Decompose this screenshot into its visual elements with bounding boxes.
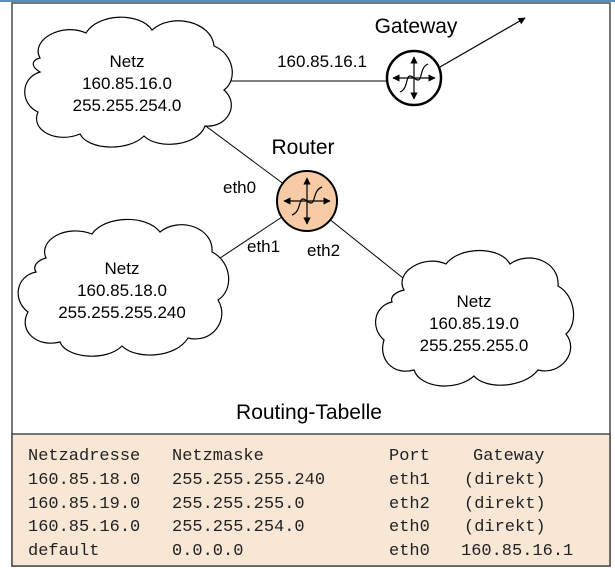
table-cell: eth2: [389, 495, 430, 514]
table-header-gateway: Gateway: [473, 447, 544, 466]
port-eth1-label: eth1: [247, 237, 280, 256]
router-icon: [276, 170, 338, 232]
table-cell: (direkt): [464, 471, 546, 490]
gateway-icon: [385, 49, 443, 107]
table-header-netzmaske: Netzmaske: [172, 447, 264, 466]
net18-address: 160.85.18.0: [77, 281, 167, 300]
routing-table-title: Routing-Tabelle: [236, 401, 382, 424]
table-cell: 255.255.255.0: [172, 495, 305, 514]
link-net16-router: [202, 123, 286, 186]
table-cell: 160.85.18.0: [28, 471, 140, 490]
routing-table-box: [11, 433, 611, 567]
table-cell: 0.0.0.0: [172, 542, 243, 561]
table-cell: 160.85.16.0: [28, 518, 140, 537]
port-eth0-label: eth0: [223, 178, 256, 197]
link-router-net19: [327, 217, 409, 283]
table-cell: 255.255.255.240: [172, 471, 325, 490]
internet-arrow-icon: [439, 17, 526, 68]
net18-label: Netz: [105, 259, 140, 278]
routing-table: Netzadresse Netzmaske Port Gateway 160.8…: [28, 447, 573, 561]
cloud-net18: [17, 218, 230, 357]
table-cell: (direkt): [464, 495, 546, 514]
net16-address: 160.85.16.0: [82, 74, 172, 93]
net19-label: Netz: [457, 292, 492, 311]
gateway-link-label: 160.85.16.1: [277, 52, 367, 71]
table-cell: (direkt): [464, 518, 546, 537]
table-cell: eth0: [389, 518, 430, 537]
port-eth2-label: eth2: [307, 241, 340, 260]
net16-label: Netz: [110, 52, 145, 71]
table-cell: 160.85.16.1: [461, 542, 573, 561]
net16-mask: 255.255.254.0: [73, 96, 182, 115]
table-cell: 255.255.254.0: [172, 518, 305, 537]
net19-mask: 255.255.255.0: [420, 336, 529, 355]
net19-address: 160.85.19.0: [429, 314, 519, 333]
table-header-port: Port: [389, 447, 430, 466]
table-cell: eth0: [389, 542, 430, 561]
table-header-netzadresse: Netzadresse: [28, 447, 140, 466]
table-cell: 160.85.19.0: [28, 495, 140, 514]
net18-mask: 255.255.255.240: [58, 303, 186, 322]
table-cell: default: [28, 542, 99, 561]
cloud-net19: [375, 249, 575, 387]
router-title: Router: [271, 136, 334, 159]
gateway-title: Gateway: [375, 15, 458, 38]
cloud-net16: [24, 16, 233, 148]
table-cell: eth1: [389, 471, 430, 490]
